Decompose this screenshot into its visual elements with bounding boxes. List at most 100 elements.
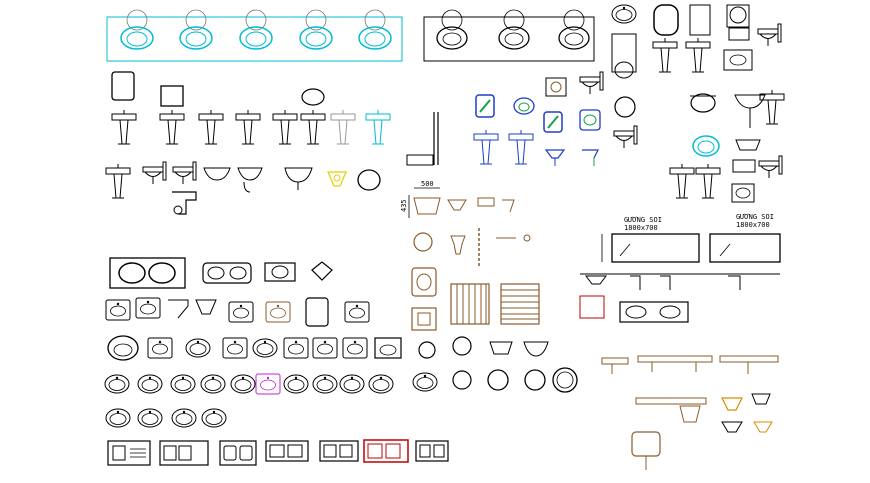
basin-plan-c3 — [170, 374, 196, 394]
round-basin-r2 — [357, 169, 381, 191]
basin-plan-a5 — [344, 301, 370, 323]
basin-plan-b2 — [147, 337, 173, 359]
pedestal-b — [159, 109, 185, 145]
sink-plan-6 — [415, 440, 449, 462]
basin-plan-b5 — [252, 338, 278, 358]
pedestal-f — [300, 109, 326, 145]
mirror-1800-a — [611, 233, 700, 263]
basin-plan-c10 — [412, 372, 438, 392]
basin-row-c — [104, 367, 578, 395]
counter-five-basins — [106, 9, 403, 62]
mirror-blue-1 — [475, 94, 495, 118]
basin-plan-a3 — [228, 301, 254, 323]
basin-plan-b8 — [342, 337, 368, 359]
top-right-cluster — [611, 4, 782, 79]
sink-plan-4 — [265, 440, 309, 462]
vanity-box — [723, 49, 753, 71]
tank-front — [611, 33, 637, 73]
dim-height-label: 435 — [400, 199, 408, 212]
counter-three-basins — [423, 9, 595, 62]
brown-fixtures — [411, 197, 531, 331]
basin-plan-b4 — [222, 337, 248, 359]
basin-plan-c6 — [283, 374, 309, 394]
dim-width-label: 500 — [421, 180, 434, 188]
pedestal-a — [111, 109, 137, 145]
basin-plan-c8 — [339, 374, 365, 394]
basin-plan-b7 — [312, 337, 338, 359]
pedestal-row-1 — [111, 109, 391, 145]
basin-plan-b6 — [283, 337, 309, 359]
counter-double-plan — [109, 257, 333, 289]
basin-2 — [179, 9, 213, 50]
lower-right-fixtures — [601, 355, 779, 470]
round-basin-mid — [614, 96, 636, 118]
wall-basin-small — [611, 4, 637, 24]
basin-top-brown-2 — [411, 307, 437, 331]
oval-basin-row — [301, 88, 325, 106]
mirror-2-size: 1800x700 — [736, 221, 770, 229]
color-icon-block — [473, 94, 601, 166]
basin-plan-b1 — [107, 335, 139, 361]
mirror-row — [111, 71, 325, 107]
basin-plan-a2 — [135, 297, 161, 319]
basin-plan-c4 — [200, 374, 226, 394]
sink-row — [107, 439, 449, 466]
basin-top-brown-1 — [411, 267, 437, 297]
pedestal-1 — [652, 37, 678, 73]
mirror-1-name: GƯƠNG SOI — [624, 216, 662, 224]
basin-row-b — [107, 335, 549, 361]
basin-plan-large — [552, 367, 578, 393]
pedestal-c — [198, 109, 224, 145]
shelf-c — [635, 397, 707, 405]
pedestal-d — [235, 109, 261, 145]
side-basin-4 — [579, 71, 604, 95]
basin-plan-c7 — [312, 374, 338, 394]
basin-plan-b10 — [452, 336, 472, 356]
basin-plan-d3 — [171, 408, 197, 428]
wall-section — [406, 112, 439, 166]
sink-blue — [579, 109, 601, 131]
small-mid-items — [545, 71, 638, 149]
pedestal-gray — [330, 109, 356, 145]
yellow-fitting — [327, 171, 347, 187]
oval-basin-cyan — [692, 135, 720, 157]
sink-plan-red — [363, 439, 409, 463]
basin-plan-c9 — [368, 374, 394, 394]
basin-3 — [239, 9, 273, 50]
pedestal-right-3 — [695, 163, 721, 199]
right-mid-cluster — [669, 89, 785, 203]
basin-plan-a4 — [265, 301, 291, 323]
round-basin-brown — [413, 232, 433, 252]
basin-plan-d2 — [137, 408, 163, 428]
shelf-a — [637, 355, 713, 363]
pedestal-right-2 — [669, 163, 695, 199]
basin-plan-d4 — [201, 408, 227, 428]
bowl-basin — [203, 167, 231, 181]
sink-plan-1 — [107, 440, 151, 466]
mirror-round — [729, 6, 747, 24]
grate-vertical — [450, 283, 490, 325]
basin-1 — [120, 9, 154, 50]
mirror-2-name: GƯƠNG SOI — [736, 213, 774, 221]
basin-plan-c1 — [104, 374, 130, 394]
basin-plan-a1 — [105, 299, 131, 321]
pedestal-blue-2 — [508, 129, 534, 165]
basin-4 — [299, 9, 333, 50]
shelf-b — [719, 355, 779, 363]
mirror-1-size: 1800x700 — [624, 224, 658, 232]
pedestal-e — [272, 109, 298, 145]
dimensioned-basin: 500 435 — [400, 180, 441, 218]
side-basin-2 — [142, 161, 167, 185]
pedestal-blue-1 — [473, 129, 499, 165]
side-basin-6 — [758, 155, 783, 179]
mirror-1 — [111, 71, 135, 101]
oval-basin-right — [690, 93, 716, 113]
basin-b — [498, 9, 530, 50]
mirror-elevations: GƯƠNG SOI 1800x700 GƯƠNG SOI 1800x700 — [579, 213, 781, 323]
basin-plan-magenta — [255, 373, 281, 395]
mirror-2 — [160, 85, 184, 107]
basin-5 — [358, 9, 392, 50]
sink-plan-2 — [159, 440, 209, 466]
oval-basin-blue — [513, 97, 535, 115]
